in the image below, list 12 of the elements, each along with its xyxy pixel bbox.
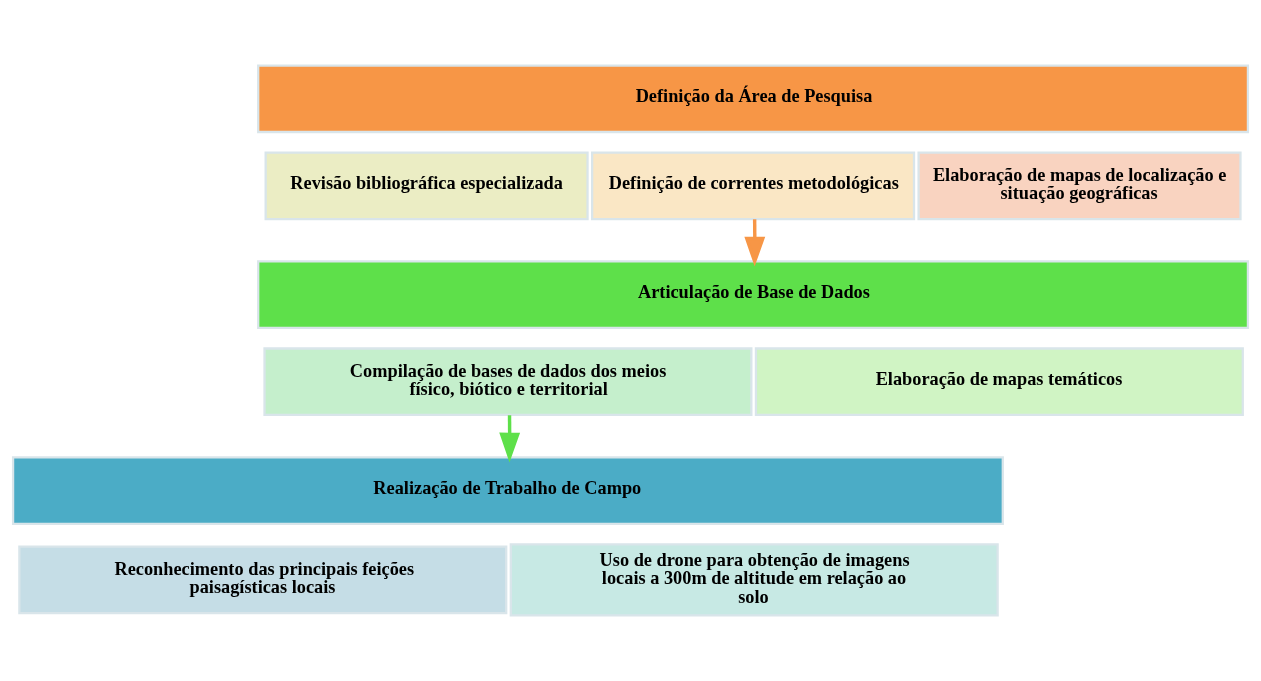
node-box: Articulação de Base de Dados bbox=[257, 260, 1250, 330]
node-box: Elaboração de mapas de localização e situação geográficas bbox=[917, 151, 1242, 221]
node-box: Realização de Trabalho de Campo bbox=[11, 456, 1004, 525]
node-box: Reconhecimento das principais feições paisagísticas locais bbox=[18, 545, 508, 615]
arrow bbox=[744, 219, 766, 267]
node-box: Definição de correntes metodológicas bbox=[591, 151, 916, 221]
node-box: Elaboração de mapas temáticos bbox=[754, 347, 1244, 417]
node-box: Revisão bibliográfica especializada bbox=[264, 151, 589, 221]
node-box: Compilação de bases de dados dos meios físico, biótico e territorial bbox=[263, 347, 753, 417]
node-box: Definição da Área de Pesquisa bbox=[257, 64, 1250, 134]
node-box: Uso de drone para obtenção de imagens locais a 300m de altitude em relação ao solo bbox=[509, 543, 999, 617]
arrow bbox=[499, 415, 521, 463]
